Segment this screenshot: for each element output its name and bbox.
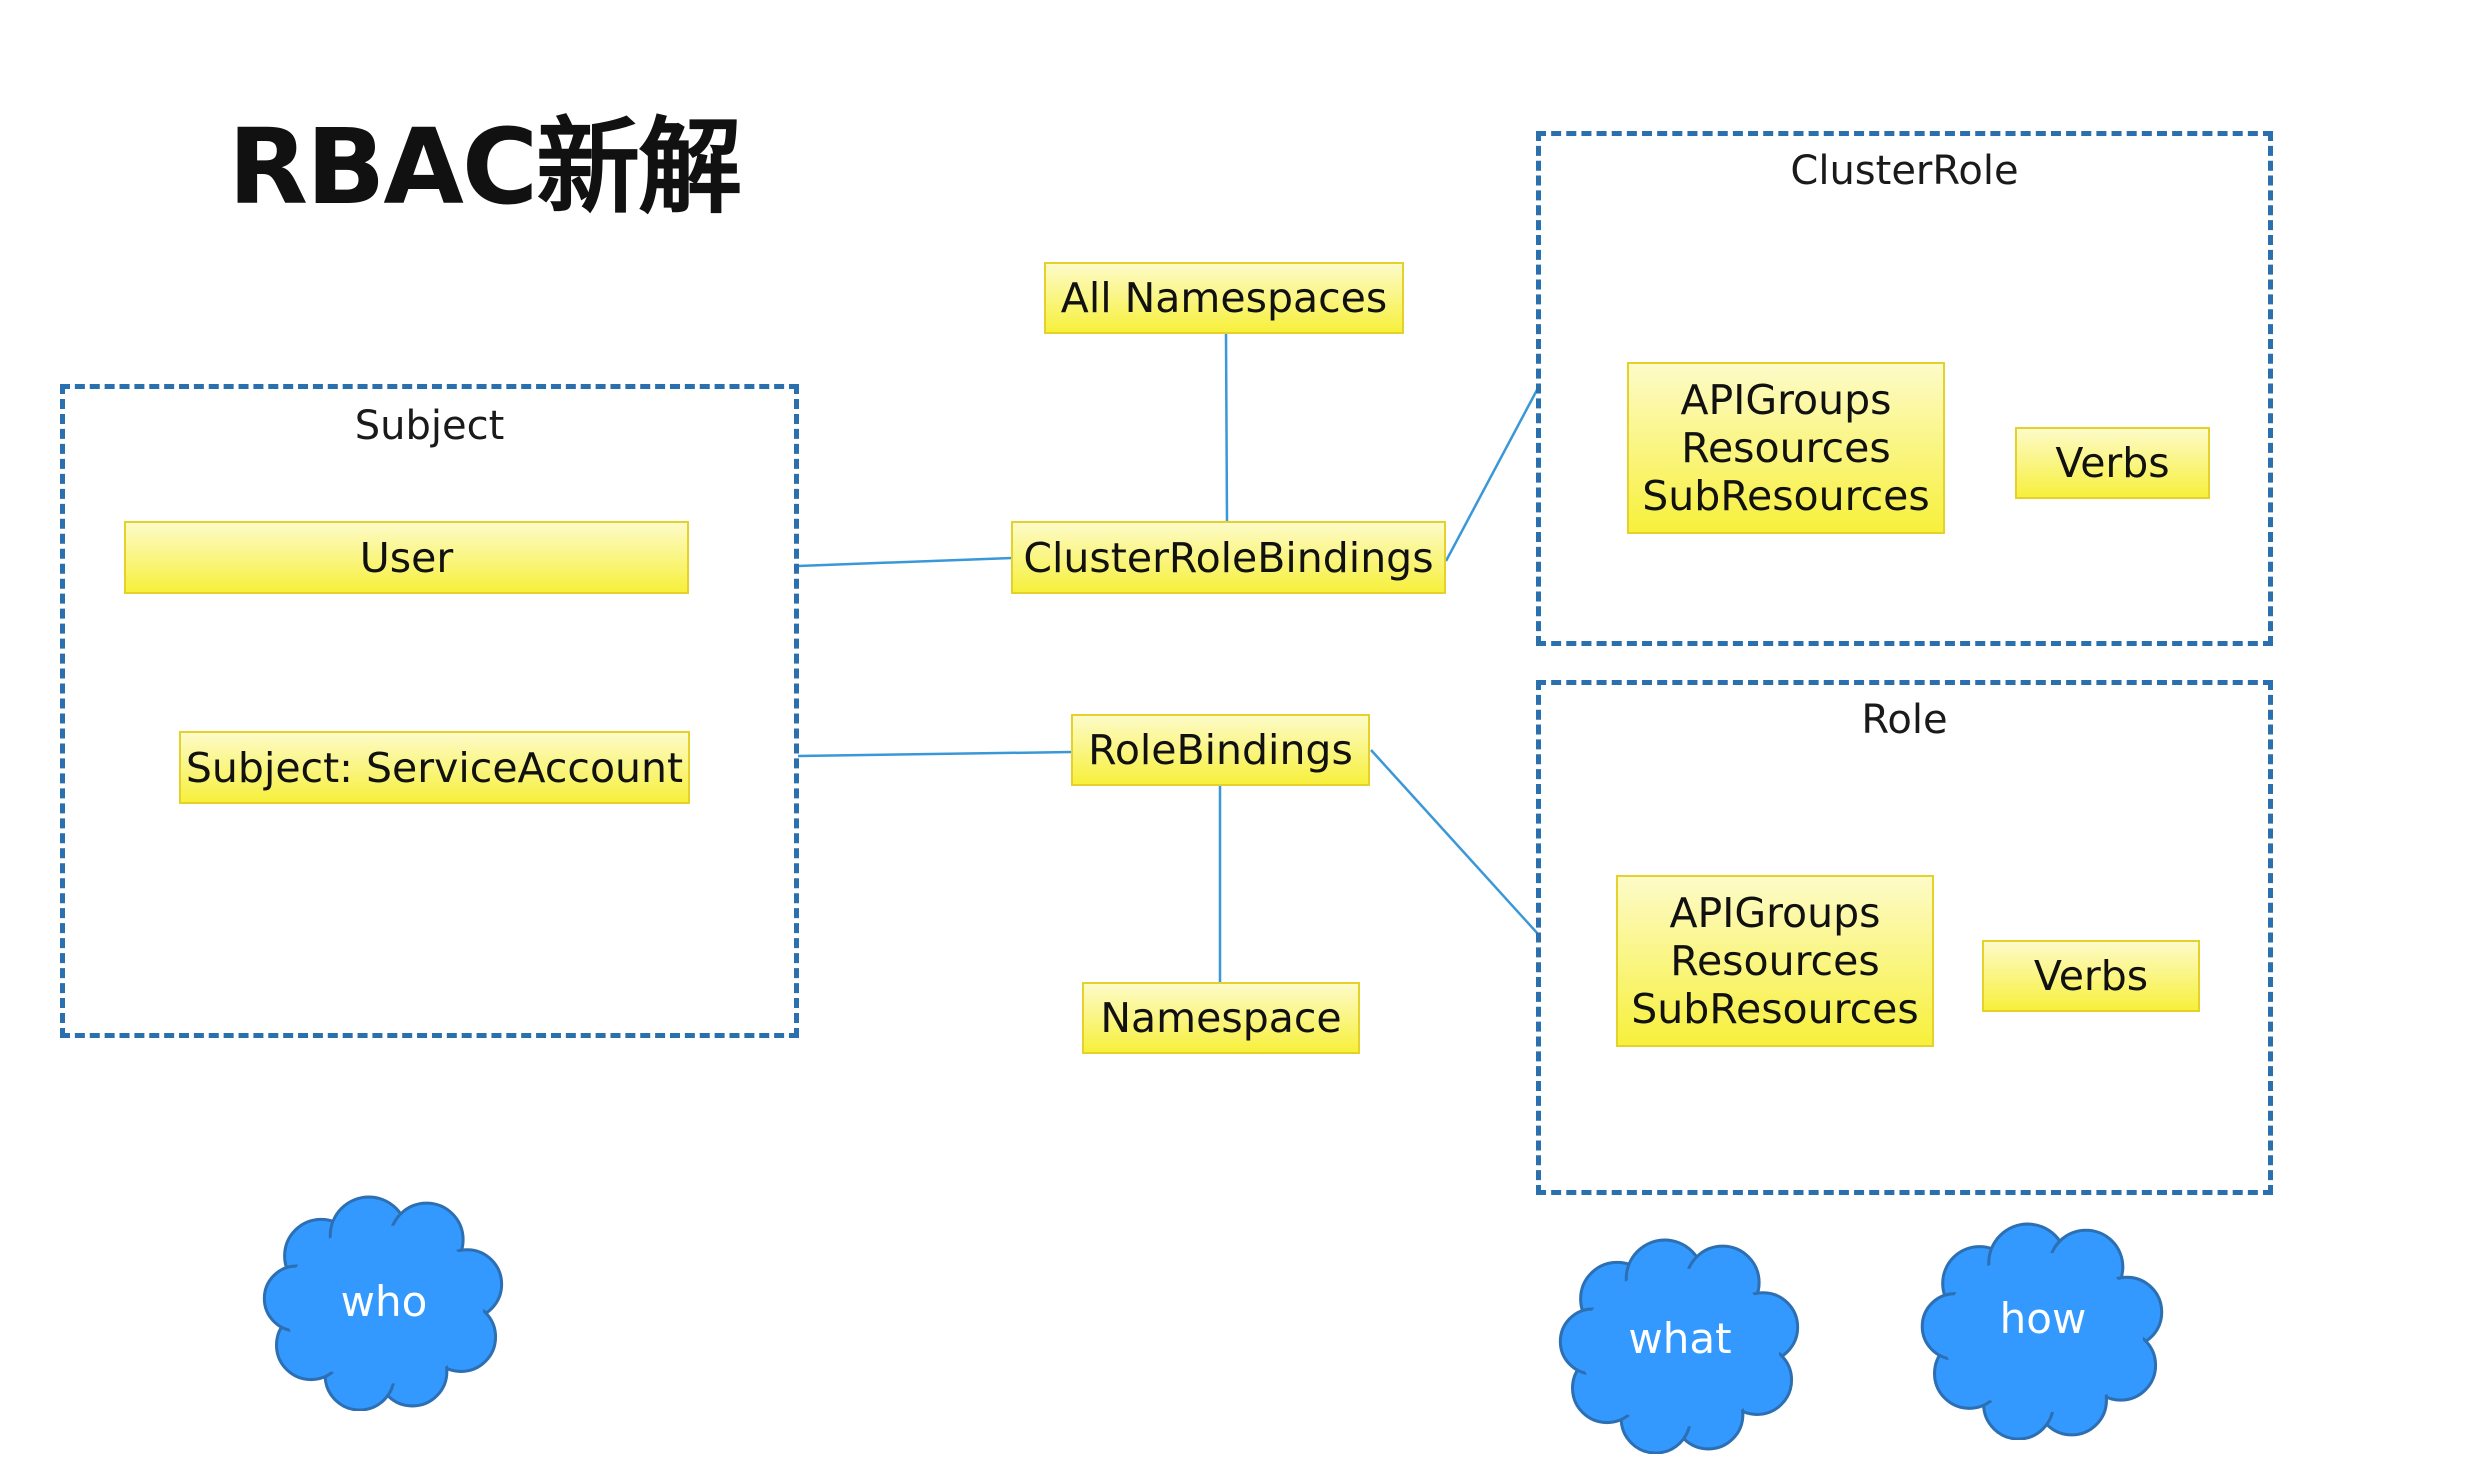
clusterrole-group: ClusterRole (1536, 131, 2273, 646)
all-namespaces-box: All Namespaces (1044, 262, 1404, 334)
what-cloud: what (1558, 1236, 1802, 1455)
all-namespaces-label: All Namespaces (1060, 274, 1388, 322)
role-subresources-line: SubResources (1631, 985, 1919, 1033)
cloud-shape-icon (1558, 1238, 1800, 1455)
user-box: User (124, 521, 689, 594)
clusterrole-resources-line: Resources (1681, 424, 1891, 472)
role-apigroups-line: APIGroups (1669, 889, 1881, 937)
subject-group: Subject (60, 384, 799, 1038)
role-group: Role (1536, 680, 2273, 1195)
who-cloud: who (262, 1193, 506, 1412)
clusterrole-resources-box: APIGroups Resources SubResources (1627, 362, 1945, 534)
cloud-shape-icon (1920, 1222, 2164, 1441)
cloud-shape-icon (262, 1195, 504, 1412)
clusterrole-verbs-label: Verbs (2055, 439, 2170, 487)
clusterrolebindings-label: ClusterRoleBindings (1023, 533, 1434, 582)
service-account-label: Subject: ServiceAccount (185, 743, 684, 792)
namespace-label: Namespace (1100, 994, 1342, 1042)
what-cloud-label: what (1628, 1314, 1732, 1363)
page-title: RBAC新解 (228, 106, 742, 228)
how-cloud-label: how (1999, 1294, 2087, 1343)
connector-clusterrolebindings-to-clusterrole (1444, 387, 1540, 562)
role-resources-box: APIGroups Resources SubResources (1616, 875, 1934, 1047)
rolebindings-label: RoleBindings (1088, 726, 1353, 774)
connector-subject-to-rolebindings (797, 750, 1073, 758)
service-account-box: Subject: ServiceAccount (179, 731, 690, 804)
clusterrolebindings-box: ClusterRoleBindings (1011, 521, 1446, 594)
connector-subject-to-clusterrolebindings (797, 556, 1013, 568)
role-verbs-label: Verbs (2033, 952, 2149, 1000)
how-cloud: how (1920, 1220, 2166, 1441)
clusterrole-subresources-line: SubResources (1642, 472, 1930, 520)
role-group-label: Role (1861, 697, 1948, 743)
namespace-box: Namespace (1082, 982, 1360, 1054)
clusterrole-apigroups-line: APIGroups (1680, 376, 1892, 424)
connector-rolebindings-to-role (1370, 749, 1539, 935)
connector-allnamespaces-to-clusterrolebindings (1224, 333, 1229, 524)
role-resources-line: Resources (1670, 937, 1880, 985)
subject-group-label: Subject (354, 403, 505, 449)
clusterrole-verbs-box: Verbs (2015, 427, 2210, 499)
role-verbs-box: Verbs (1982, 940, 2200, 1012)
who-cloud-label: who (340, 1277, 428, 1326)
user-label: User (359, 533, 454, 582)
rolebindings-box: RoleBindings (1071, 714, 1370, 786)
clusterrole-group-label: ClusterRole (1790, 148, 2019, 194)
